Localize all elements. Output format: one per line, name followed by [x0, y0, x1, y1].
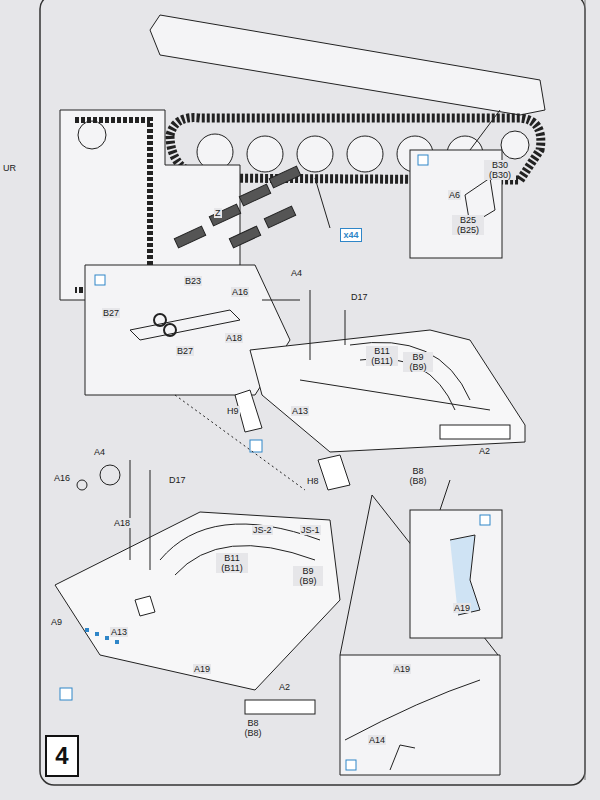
part-number: H9 [226, 406, 240, 416]
part-number: A16 [53, 473, 71, 483]
node-text: 4 [55, 742, 68, 770]
part-number: A4 [93, 447, 106, 457]
node-text: x44 [343, 230, 358, 240]
part-number: B27 [102, 308, 120, 318]
part-number: B9 (B9) [293, 566, 323, 586]
part-number: JS-1 [300, 525, 321, 535]
part-number: A18 [225, 333, 243, 343]
part-number: B11 (B11) [216, 553, 248, 573]
part-number: A13 [291, 406, 309, 416]
part-number: B23 [184, 276, 202, 286]
part-number: B8 (B8) [238, 718, 268, 738]
part-number: A6 [448, 190, 461, 200]
part-number: A16 [231, 287, 249, 297]
part-number: D17 [168, 475, 187, 485]
part-number: A19 [453, 603, 471, 613]
part-number: D17 [350, 292, 369, 302]
part-number: A19 [193, 664, 211, 674]
part-number: A19 [393, 664, 411, 674]
part-number: A14 [368, 735, 386, 745]
part-number: Z [214, 208, 222, 218]
part-number: A2 [478, 446, 491, 456]
part-number: A4 [290, 268, 303, 278]
part-number: B8 (B8) [403, 466, 433, 486]
part-number: A9 [50, 617, 63, 627]
part-number: A18 [113, 518, 131, 528]
part-number: B25 (B25) [452, 215, 484, 235]
part-number: B27 [176, 346, 194, 356]
part-number: B30 (B30) [484, 160, 516, 180]
quantity-badge: x44 [340, 228, 362, 242]
part-number: B9 (B9) [403, 352, 433, 372]
part-number: A13 [110, 627, 128, 637]
part-number: UR [2, 163, 17, 173]
part-number: A2 [278, 682, 291, 692]
step-number: 4 [45, 735, 79, 777]
part-number: JS-2 [252, 525, 273, 535]
part-number: H8 [306, 476, 320, 486]
part-number: B11 (B11) [366, 346, 398, 366]
